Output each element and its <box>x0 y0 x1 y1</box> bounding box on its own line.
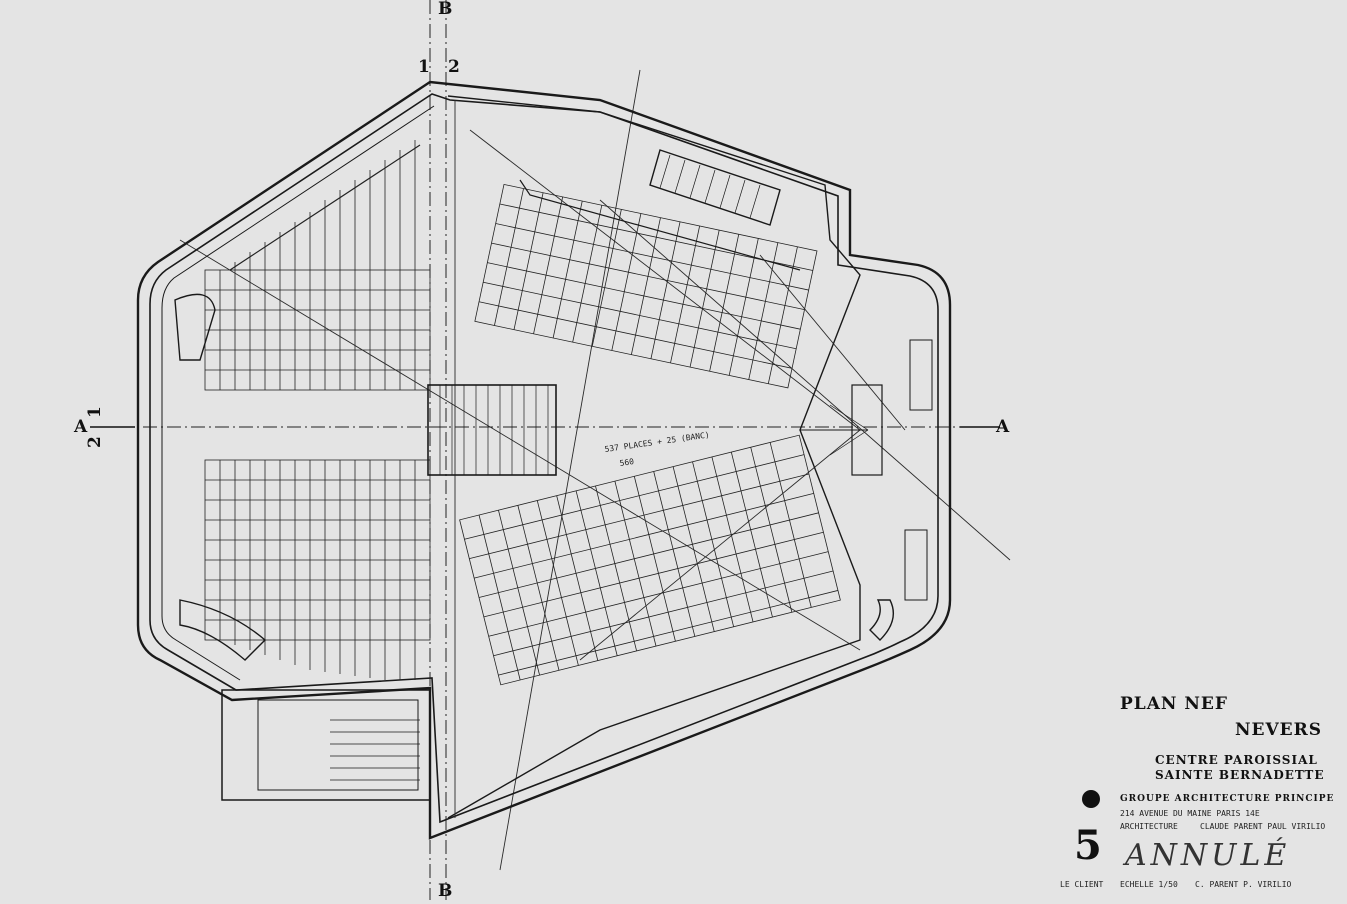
signature-names: C. PARENT P. VIRILIO <box>1195 880 1292 889</box>
axis-label-1-left: 1 <box>85 406 105 418</box>
stair-lower-left <box>221 689 431 801</box>
group-address: 214 AVENUE DU MAINE PARIS 14E <box>1120 809 1260 818</box>
group-name: GROUPE ARCHITECTURE PRINCIPE <box>1120 794 1335 804</box>
city-name: NEVERS <box>1235 720 1323 740</box>
axis-label-b-bottom: B <box>438 881 452 900</box>
architects-names: CLAUDE PARENT PAUL VIRILIO <box>1200 822 1326 831</box>
curved-stair-right-bottom <box>869 599 894 641</box>
inner-wall-2 <box>161 105 435 681</box>
inner-wall <box>149 93 939 824</box>
drawing-title: PLAN NEF <box>1120 694 1228 714</box>
scale-label: ECHELLE 1/50 <box>1120 880 1178 889</box>
sheet-number: 5 <box>1074 822 1103 869</box>
altar-area <box>800 339 933 601</box>
project-line-2: SAINTE BERNADETTE <box>1155 768 1325 782</box>
axis-label-1-top: 1 <box>418 57 430 77</box>
nave-boundary <box>447 95 861 819</box>
client-label: LE CLIENT <box>1060 880 1104 889</box>
curved-stair-left-bottom <box>179 599 267 661</box>
central-stair <box>427 384 557 476</box>
construction-line-1 <box>499 69 641 871</box>
project-line-1: CENTRE PAROISSIAL <box>1155 753 1318 767</box>
annule-stamp: ANNULÉ <box>1125 838 1291 873</box>
architects-label: ARCHITECTURE <box>1120 822 1178 831</box>
axis-label-2-left: 2 <box>85 436 105 448</box>
axis-label-a-left: A <box>73 417 88 437</box>
seat-count-note: 537 PLACES + 25 (BANC) <box>604 430 710 454</box>
axis-label-b-top: B <box>438 0 452 19</box>
curved-stair-left-top <box>174 293 216 361</box>
seating-block-upper-left <box>204 140 431 391</box>
construction-line-5 <box>579 429 861 661</box>
seating-block-lower-left <box>204 459 431 680</box>
bullet-dot <box>1082 790 1100 808</box>
outer-wall <box>136 80 952 840</box>
stair-upper-right <box>519 149 801 271</box>
construction-line-6 <box>759 254 906 431</box>
construction-line-2 <box>599 199 1011 561</box>
seat-count-sub: 560 <box>619 457 635 468</box>
title-block: PLAN NEF NEVERS CENTRE PAROISSIAL SAINTE… <box>1060 690 1340 895</box>
seating-block-lower-right <box>459 434 841 686</box>
construction-line-3 <box>179 239 861 651</box>
axis-label-2-top: 2 <box>448 57 460 77</box>
axis-label-a-right: A <box>995 417 1010 437</box>
